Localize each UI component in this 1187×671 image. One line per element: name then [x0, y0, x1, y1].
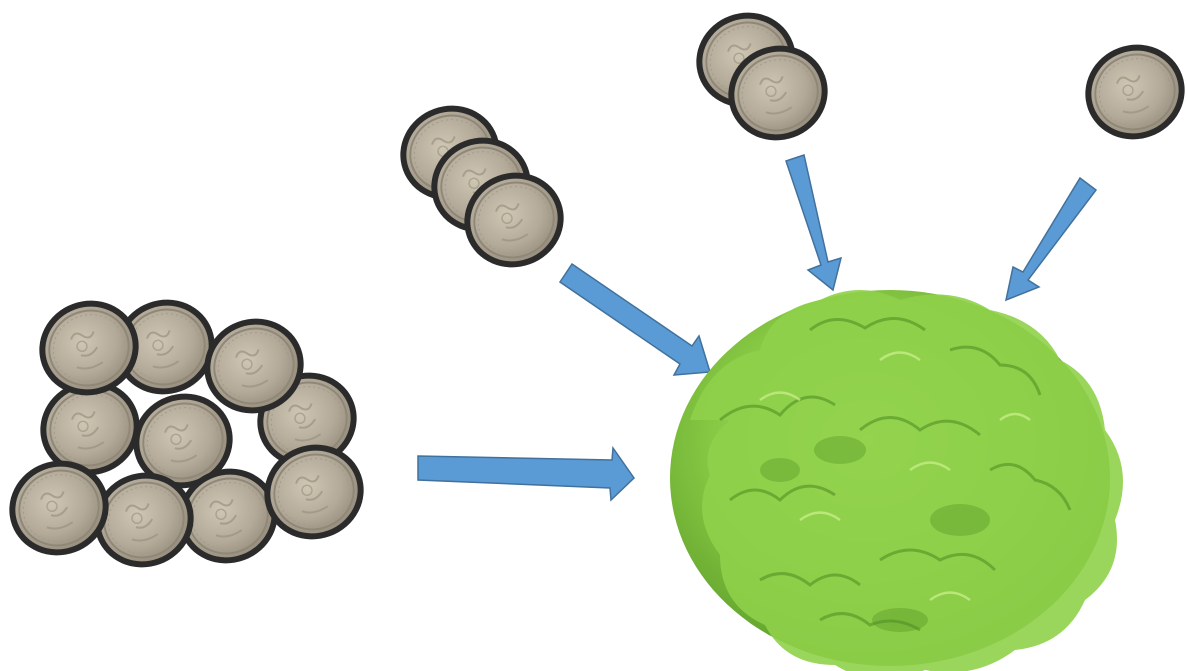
diagram-canvas: [0, 0, 1187, 671]
